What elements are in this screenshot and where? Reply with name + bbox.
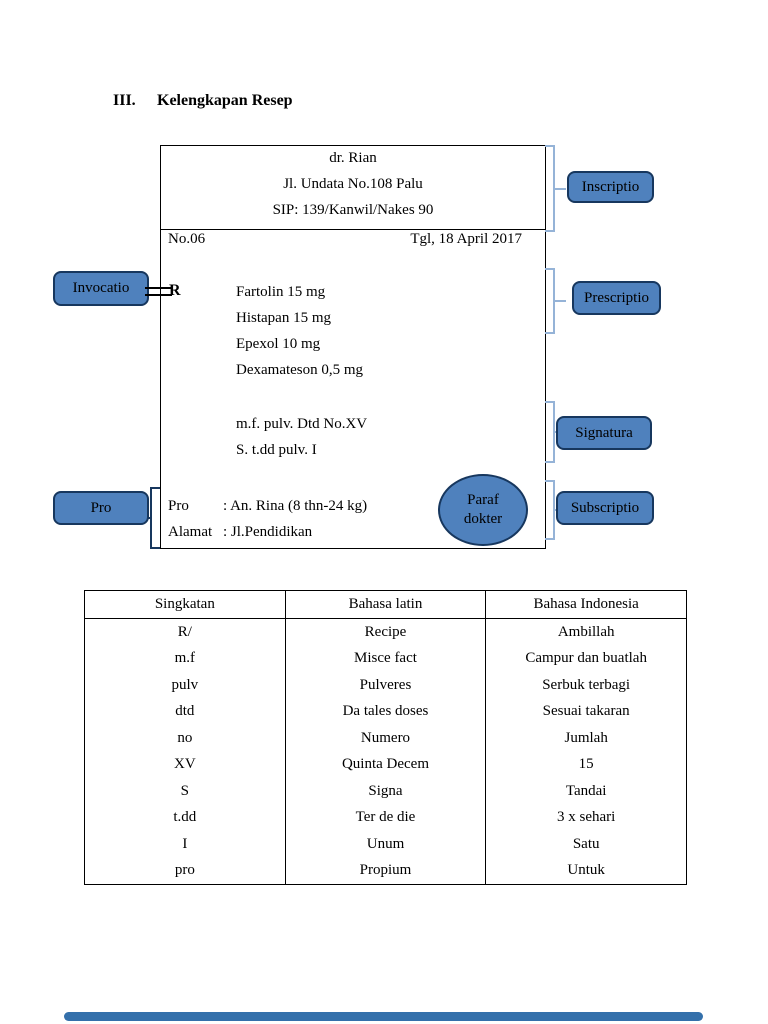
pro-bracket bbox=[146, 487, 160, 549]
drug-line: Epexol 10 mg bbox=[236, 336, 321, 352]
cell-singkatan: I bbox=[84, 831, 286, 858]
number-date-row: No.06 Tgl, 18 April 2017 bbox=[168, 231, 522, 248]
cell-singkatan: XV bbox=[84, 751, 286, 778]
table-row: no Numero Jumlah bbox=[84, 725, 687, 752]
doctor-address: Jl. Undata No.108 Palu bbox=[283, 176, 423, 192]
table-row: t.dd Ter de die 3 x sehari bbox=[84, 804, 687, 831]
pro-label: Pro bbox=[168, 498, 189, 514]
signatura-line: S. t.dd pulv. I bbox=[236, 442, 317, 458]
cell-latin: Signa bbox=[285, 778, 487, 805]
prescription-date: Tgl, 18 April 2017 bbox=[410, 231, 522, 247]
cell-latin: Ter de die bbox=[285, 804, 487, 831]
cell-indonesia: Sesuai takaran bbox=[542, 703, 630, 720]
recipe-symbol: R bbox=[169, 282, 181, 299]
table-header-row: Singkatan Bahasa latin Bahasa Indonesia bbox=[84, 590, 687, 619]
cell-indonesia: Jumlah bbox=[564, 729, 608, 746]
callout-subscriptio: Subscriptio bbox=[556, 491, 654, 525]
table-row: XV Quinta Decem 15 bbox=[84, 751, 687, 778]
prescription-number: No.06 bbox=[168, 231, 206, 247]
pro-row: Pro : An. Rina (8 thn-24 kg) bbox=[168, 498, 367, 515]
subscriptio-bracket bbox=[545, 480, 566, 540]
doctor-sip: SIP: 139/Kanwil/Nakes 90 bbox=[272, 202, 434, 218]
cell-indonesia: Campur dan buatlah bbox=[525, 650, 647, 667]
cell-indonesia: Untuk bbox=[567, 862, 605, 879]
cell-latin: Da tales doses bbox=[285, 698, 487, 725]
bracket-nub bbox=[553, 187, 566, 190]
alamat-value: : Jl.Pendidikan bbox=[223, 524, 313, 540]
prescription-header: dr. Rian Jl. Undata No.108 Palu SIP: 139… bbox=[161, 146, 545, 230]
scroll-progress-bar[interactable] bbox=[64, 1012, 703, 1021]
cell-singkatan: pro bbox=[84, 857, 286, 885]
cell-latin: Pulveres bbox=[285, 672, 487, 699]
table-row: R/ Recipe Ambillah bbox=[84, 618, 687, 646]
section-number: III. bbox=[113, 92, 136, 109]
abbreviation-table: Singkatan Bahasa latin Bahasa Indonesia … bbox=[84, 590, 687, 885]
cell-singkatan: no bbox=[84, 725, 286, 752]
page-title: Kelengkapan Resep bbox=[157, 92, 293, 109]
alamat-row: Alamat : Jl.Pendidikan bbox=[168, 524, 312, 541]
table-row: dtd Da tales doses Sesuai takaran bbox=[84, 698, 687, 725]
column-header: Singkatan bbox=[84, 590, 286, 619]
bracket-nub bbox=[553, 300, 566, 302]
drug-line: Dexamateson 0,5 mg bbox=[236, 362, 364, 378]
paraf-line1: Paraf bbox=[467, 492, 499, 509]
cell-indonesia: Tandai bbox=[565, 782, 607, 799]
callout-invocatio: Invocatio bbox=[53, 271, 149, 306]
cell-singkatan: t.dd bbox=[84, 804, 286, 831]
cell-latin: Quinta Decem bbox=[285, 751, 487, 778]
subscriptio-line: m.f. pulv. Dtd No.XV bbox=[236, 416, 368, 432]
cell-singkatan: m.f bbox=[84, 645, 286, 672]
cell-singkatan: dtd bbox=[84, 698, 286, 725]
callout-signatura: Signatura bbox=[556, 416, 652, 450]
inscriptio-bracket bbox=[545, 145, 566, 232]
cell-singkatan: R/ bbox=[84, 618, 286, 646]
drug-line: Histapan 15 mg bbox=[236, 310, 331, 326]
cell-indonesia: 15 bbox=[578, 756, 594, 773]
cell-indonesia: Satu bbox=[572, 835, 600, 852]
paraf-line2: dokter bbox=[463, 511, 503, 527]
pro-value: : An. Rina (8 thn-24 kg) bbox=[223, 498, 368, 514]
callout-pro: Pro bbox=[53, 491, 149, 525]
cell-latin: Propium bbox=[285, 857, 487, 885]
callout-inscriptio: Inscriptio bbox=[567, 171, 654, 203]
cell-indonesia: Ambillah bbox=[557, 623, 615, 640]
signatura-bracket bbox=[545, 401, 566, 463]
table-row: I Unum Satu bbox=[84, 831, 687, 858]
cell-latin: Misce fact bbox=[285, 645, 487, 672]
table-row: S Signa Tandai bbox=[84, 778, 687, 805]
cell-latin: Unum bbox=[285, 831, 487, 858]
paraf-dokter-ellipse: Paraf dokter bbox=[438, 474, 528, 546]
cell-latin: Numero bbox=[285, 725, 487, 752]
cell-latin: Recipe bbox=[285, 618, 487, 646]
bracket-nub bbox=[146, 517, 152, 519]
table-row: pro Propium Untuk bbox=[84, 857, 687, 885]
cell-indonesia: 3 x sehari bbox=[556, 809, 616, 826]
alamat-label: Alamat bbox=[168, 524, 213, 540]
callout-prescriptio: Prescriptio bbox=[572, 281, 661, 315]
table-row: m.f Misce fact Campur dan buatlah bbox=[84, 645, 687, 672]
cell-singkatan: pulv bbox=[84, 672, 286, 699]
cell-indonesia: Serbuk terbagi bbox=[542, 676, 631, 693]
doctor-name: dr. Rian bbox=[329, 150, 377, 166]
table-row: pulv Pulveres Serbuk terbagi bbox=[84, 672, 687, 699]
drug-line: Fartolin 15 mg bbox=[236, 284, 326, 300]
invocatio-arrow bbox=[145, 287, 172, 296]
cell-singkatan: S bbox=[84, 778, 286, 805]
column-header: Bahasa Indonesia bbox=[485, 590, 687, 619]
prescription-box: dr. Rian Jl. Undata No.108 Palu SIP: 139… bbox=[160, 145, 546, 549]
prescriptio-bracket bbox=[545, 268, 566, 334]
column-header: Bahasa latin bbox=[285, 590, 487, 619]
